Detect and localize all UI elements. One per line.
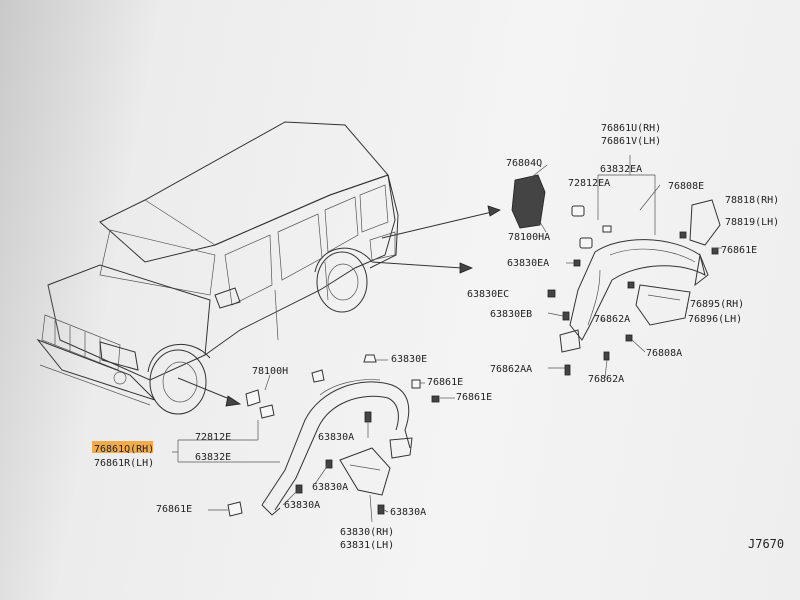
label-72812e: 72812E	[195, 432, 231, 443]
label-63830ec: 63830EC	[467, 289, 509, 300]
label-78819: 78819(LH)	[725, 217, 779, 228]
diagram-code: J7670	[748, 537, 784, 551]
label-63830ea: 63830EA	[507, 258, 549, 269]
label-76804q: 76804Q	[506, 158, 542, 169]
label-76808e: 76808E	[668, 181, 704, 192]
label-76861e-front-2: 76861E	[456, 392, 492, 403]
label-76808a: 76808A	[646, 348, 682, 359]
front-fender-assembly	[172, 354, 455, 523]
label-76862aa: 76862AA	[490, 364, 532, 375]
arrows	[177, 205, 501, 407]
label-63830a-1: 63830A	[318, 432, 354, 443]
label-76862a-lower: 76862A	[588, 374, 624, 385]
label-63830a-4: 63830A	[390, 507, 426, 518]
label-76861e-front-3: 76861E	[156, 504, 192, 515]
label-76862a-upper: 76862A	[594, 314, 630, 325]
label-78100ha: 78100HA	[508, 232, 550, 243]
label-78100h: 78100H	[252, 366, 288, 377]
label-76896: 76896(LH)	[688, 314, 742, 325]
label-76861r: 76861R(LH)	[94, 458, 154, 469]
label-63830eb: 63830EB	[490, 309, 532, 320]
label-63831: 63831(LH)	[340, 540, 394, 551]
highlight-marker	[92, 441, 153, 453]
label-63830: 63830(RH)	[340, 527, 394, 538]
part-labels: 76861U(RH) 76861V(LH) 76804Q 63832EA 728…	[94, 123, 784, 551]
label-76861e-front-1: 76861E	[427, 377, 463, 388]
label-63830e: 63830E	[391, 354, 427, 365]
label-76861q: 76861Q(RH)	[94, 444, 154, 455]
label-63832e: 63832E	[195, 452, 231, 463]
label-63830a-2: 63830A	[312, 482, 348, 493]
label-72812ea: 72812EA	[568, 178, 610, 189]
front-fasteners	[227, 354, 440, 517]
label-76861u: 76861U(RH)	[601, 123, 661, 134]
rear-fasteners	[547, 225, 719, 376]
label-63832ea: 63832EA	[600, 164, 642, 175]
label-76861v: 76861V(LH)	[601, 136, 661, 147]
vehicle-illustration	[36, 121, 399, 415]
label-78818: 78818(RH)	[725, 195, 779, 206]
label-76895: 76895(RH)	[690, 299, 744, 310]
rear-liner-assembly	[511, 155, 722, 379]
label-76861e-rear: 76861E	[721, 245, 757, 256]
label-63830a-3: 63830A	[284, 500, 320, 511]
